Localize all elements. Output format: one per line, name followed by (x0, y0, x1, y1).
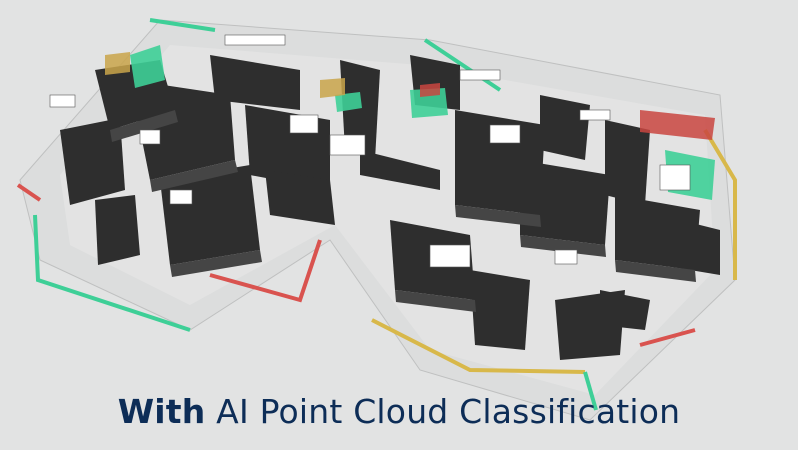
point-cloud-clutter (49, 34, 691, 268)
boundary-edges (16, 18, 737, 411)
caption: With AI Point Cloud Classification (0, 392, 798, 431)
caption-bold: With (117, 392, 206, 431)
yellow-regions (105, 52, 345, 98)
wall-sides (110, 110, 696, 312)
caption-rest: AI Point Cloud Classification (216, 392, 681, 431)
red-regions (420, 83, 715, 140)
